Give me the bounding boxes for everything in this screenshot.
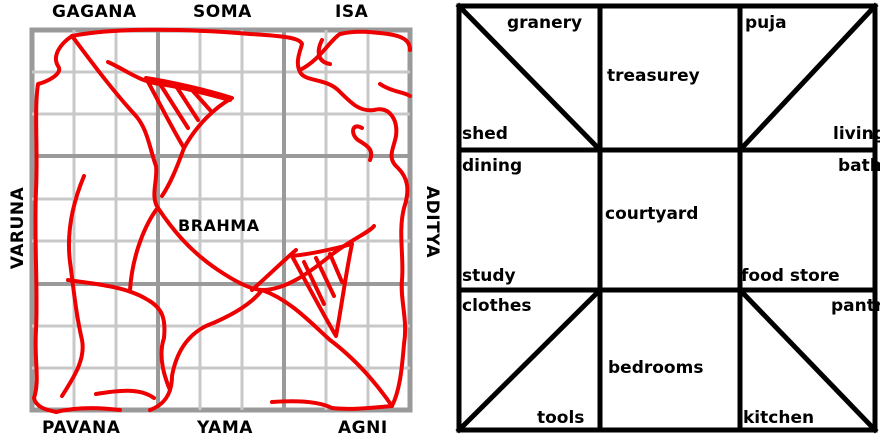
direction-label-isa: ISA (335, 2, 368, 22)
direction-label-agni: AGNI (338, 418, 388, 438)
room-shed: shed (462, 124, 508, 144)
vastu-purusha-mandala: GAGANA SOMA ISA PAVANA YAMA AGNI VARUNA … (0, 0, 445, 440)
direction-label-pavana: PAVANA (42, 418, 120, 438)
room-study: study (462, 266, 516, 286)
direction-label-yama: YAMA (197, 418, 253, 438)
direction-label-aditya: ADITYA (422, 186, 442, 258)
room-bath: bath (838, 156, 880, 176)
room-puja: puja (745, 13, 787, 33)
room-treasurey: treasurey (607, 66, 700, 86)
center-label-brahma: BRAHMA (178, 216, 260, 235)
room-clothes: clothes (462, 296, 531, 316)
direction-label-varuna: VARUNA (8, 187, 28, 269)
room-courtyard: courtyard (605, 204, 698, 224)
room-kitchen: kitchen (743, 408, 814, 428)
room-bedrooms: bedrooms (608, 358, 703, 378)
room-layout-plan: granery treasurey puja shed living dinin… (455, 0, 880, 440)
room-dining: dining (462, 156, 522, 176)
room-pantry: pantry (831, 296, 880, 316)
room-tools: tools (537, 408, 584, 428)
room-living: living (833, 124, 880, 144)
direction-label-gagana: GAGANA (52, 2, 137, 22)
room-granery: granery (507, 13, 582, 33)
direction-label-soma: SOMA (193, 2, 252, 22)
room-food-store: food store (741, 266, 840, 286)
